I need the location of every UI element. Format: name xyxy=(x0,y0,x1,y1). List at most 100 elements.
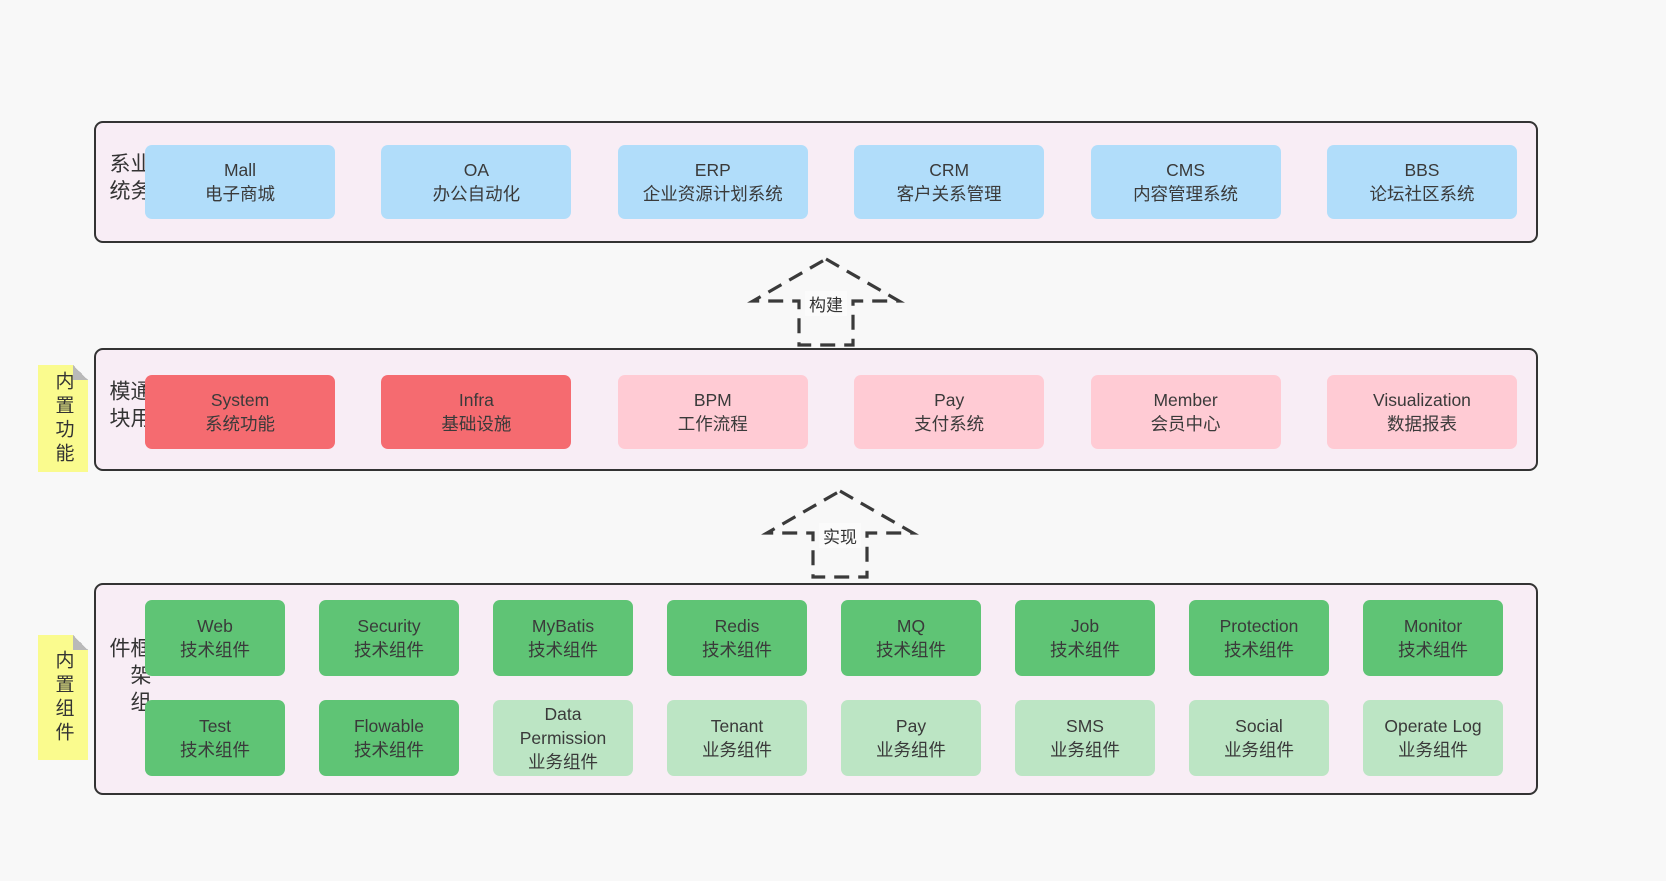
box-title: Mall xyxy=(223,159,257,180)
sticky-note-builtin-components: 内置组件 xyxy=(38,635,88,760)
box-protection: Protection 技术组件 xyxy=(1189,600,1329,676)
box-pay: Pay 支付系统 xyxy=(854,375,1045,449)
box-subtitle: 企业资源计划系统 xyxy=(642,184,783,204)
box-title: BPM xyxy=(693,389,732,410)
box-bpm: BPM 工作流程 xyxy=(617,375,808,449)
box-title: Operate Log xyxy=(1384,715,1482,736)
box-test: Test 技术组件 xyxy=(145,700,285,776)
box-web: Web 技术组件 xyxy=(145,600,285,676)
box-social: Social 业务组件 xyxy=(1189,700,1329,776)
business-systems-panel: 业务系统 Mall 电子商城 OA 办公自动化 ERP 企业资源计划系统 CRM… xyxy=(94,121,1538,243)
box-redis: Redis 技术组件 xyxy=(667,600,807,676)
box-title: Security xyxy=(357,615,421,636)
box-subtitle: 会员中心 xyxy=(1150,414,1221,434)
box-mybatis: MyBatis 技术组件 xyxy=(493,600,633,676)
box-cms: CMS 内容管理系统 xyxy=(1090,145,1281,219)
box-subtitle: 电子商城 xyxy=(205,184,275,204)
box-subtitle: 客户关系管理 xyxy=(896,184,1002,204)
box-title: Infra xyxy=(458,389,494,410)
box-title: Flowable xyxy=(353,715,425,736)
box-subtitle: 业务组件 xyxy=(702,740,772,760)
box-title: CMS xyxy=(1166,159,1205,180)
box-system: System 系统功能 xyxy=(145,375,335,449)
box-subtitle: 工作流程 xyxy=(677,414,748,434)
box-subtitle: 技术组件 xyxy=(1050,640,1120,660)
box-data-permission: Data Permission 业务组件 xyxy=(493,700,633,776)
build-arrow: 构建 xyxy=(746,254,906,350)
components-row-1: Web 技术组件 Security 技术组件 MyBatis 技术组件 Redi… xyxy=(145,600,1503,676)
box-title: SMS xyxy=(1066,715,1104,736)
box-subtitle: 技术组件 xyxy=(354,740,424,760)
box-title: Redis xyxy=(714,615,760,636)
box-title: Monitor xyxy=(1403,615,1463,636)
box-visualization: Visualization 数据报表 xyxy=(1326,375,1517,449)
box-mall: Mall 电子商城 xyxy=(145,145,335,219)
box-member: Member 会员中心 xyxy=(1090,375,1281,449)
box-title: Pay xyxy=(895,715,927,736)
box-crm: CRM 客户关系管理 xyxy=(854,145,1045,219)
box-title: BBS xyxy=(1404,159,1440,180)
box-subtitle: 技术组件 xyxy=(354,640,424,660)
panel-label-modules: 通用模块 xyxy=(107,379,151,434)
box-subtitle: 业务组件 xyxy=(876,740,946,760)
box-infra: Infra 基础设施 xyxy=(381,375,572,449)
box-subtitle: 基础设施 xyxy=(441,414,512,434)
box-subtitle: 业务组件 xyxy=(528,752,598,773)
components-row-2: Test 技术组件 Flowable 技术组件 Data Permission … xyxy=(145,700,1503,776)
panel-label-business: 业务系统 xyxy=(107,152,151,207)
box-subtitle: 技术组件 xyxy=(180,640,250,660)
box-operate-log: Operate Log 业务组件 xyxy=(1363,700,1503,776)
box-title: Tenant xyxy=(710,715,764,736)
box-subtitle: 论坛社区系统 xyxy=(1369,184,1475,204)
box-bbs: BBS 论坛社区系统 xyxy=(1326,145,1517,219)
box-subtitle: 技术组件 xyxy=(1224,640,1294,660)
dashed-up-arrow-icon xyxy=(747,257,905,347)
box-title: Visualization xyxy=(1372,389,1471,410)
folded-corner-icon xyxy=(73,365,88,380)
box-subtitle: 内容管理系统 xyxy=(1133,184,1239,204)
box-subtitle: 业务组件 xyxy=(1050,740,1120,760)
dashed-up-arrow-icon xyxy=(761,489,919,579)
box-subtitle: 业务组件 xyxy=(1398,740,1468,760)
box-subtitle: 技术组件 xyxy=(876,640,946,660)
box-title: System xyxy=(210,389,270,410)
box-erp: ERP 企业资源计划系统 xyxy=(617,145,808,219)
box-title: Test xyxy=(198,715,232,736)
common-modules-panel: 通用模块 System 系统功能 Infra 基础设施 BPM 工作流程 Pay… xyxy=(94,348,1538,471)
box-title: MQ xyxy=(896,615,926,636)
box-security: Security 技术组件 xyxy=(319,600,459,676)
box-title: Job xyxy=(1070,615,1100,636)
box-flowable: Flowable 技术组件 xyxy=(319,700,459,776)
box-sms: SMS 业务组件 xyxy=(1015,700,1155,776)
panel-label-components: 框架组件 xyxy=(107,637,151,718)
box-title: Protection xyxy=(1219,615,1299,636)
components-grid: Web 技术组件 Security 技术组件 MyBatis 技术组件 Redi… xyxy=(145,600,1503,776)
box-subtitle: 支付系统 xyxy=(914,414,985,434)
box-subtitle: 办公自动化 xyxy=(432,184,521,204)
business-box-row: Mall 电子商城 OA 办公自动化 ERP 企业资源计划系统 CRM 客户关系… xyxy=(145,145,1517,219)
implement-arrow: 实现 xyxy=(760,486,920,582)
box-subtitle: 系统功能 xyxy=(205,414,275,434)
box-subtitle: 数据报表 xyxy=(1386,414,1457,434)
box-title: CRM xyxy=(929,159,970,180)
box-subtitle: 技术组件 xyxy=(180,740,250,760)
box-subtitle: 业务组件 xyxy=(1224,740,1294,760)
box-oa: OA 办公自动化 xyxy=(381,145,572,219)
box-title: OA xyxy=(463,159,490,180)
modules-box-row: System 系统功能 Infra 基础设施 BPM 工作流程 Pay 支付系统… xyxy=(145,375,1517,449)
build-arrow-label: 构建 xyxy=(805,291,847,316)
box-subtitle: 技术组件 xyxy=(1398,640,1468,660)
box-title: ERP xyxy=(694,159,731,180)
box-mq: MQ 技术组件 xyxy=(841,600,981,676)
box-title: Data Permission xyxy=(519,703,607,748)
box-title: Pay xyxy=(934,389,965,410)
sticky-note-builtin-features: 内置功能 xyxy=(38,365,88,472)
box-monitor: Monitor 技术组件 xyxy=(1363,600,1503,676)
sticky-note-text: 内置组件 xyxy=(52,649,74,746)
folded-corner-icon xyxy=(73,635,88,650)
box-title: Social xyxy=(1235,715,1283,736)
box-subtitle: 技术组件 xyxy=(702,640,772,660)
box-pay-component: Pay 业务组件 xyxy=(841,700,981,776)
box-job: Job 技术组件 xyxy=(1015,600,1155,676)
